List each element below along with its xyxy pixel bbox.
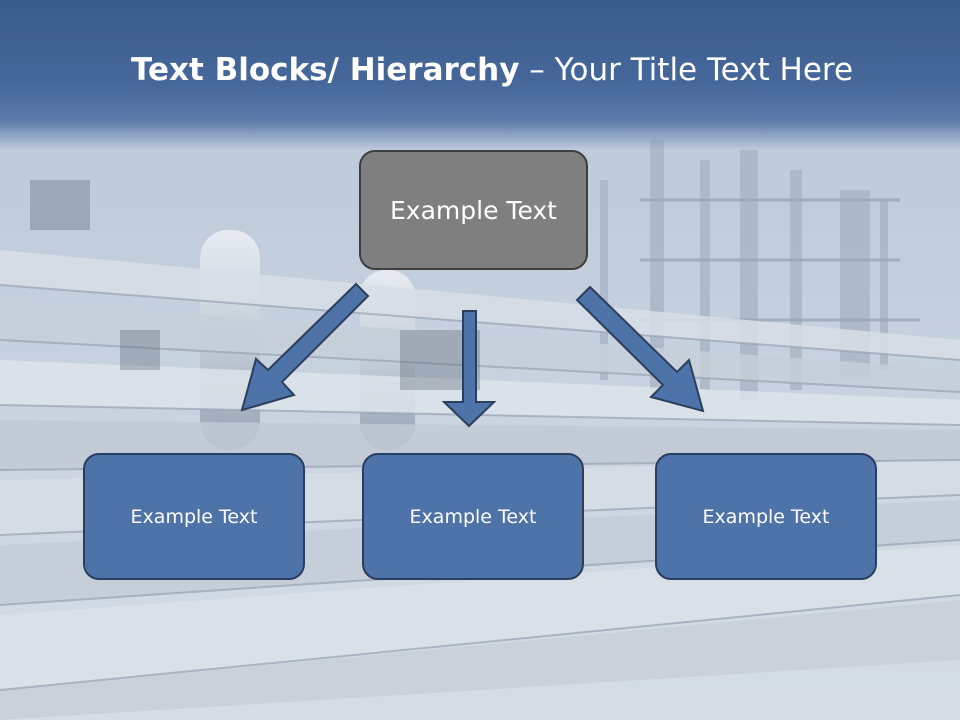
top-box[interactable]: Example Text: [359, 150, 588, 270]
child-box-label: Example Text: [702, 505, 830, 528]
child-box-label: Example Text: [409, 505, 537, 528]
child-box-right[interactable]: Example Text: [655, 453, 877, 580]
arrow-middle: [441, 310, 497, 428]
arrow-left: [240, 282, 370, 412]
top-box-label: Example Text: [390, 195, 557, 225]
title-bold: Text Blocks/ Hierarchy: [130, 52, 520, 88]
title-normal: – Your Title Text Here: [519, 52, 854, 88]
child-box-middle[interactable]: Example Text: [362, 453, 584, 580]
child-box-label: Example Text: [130, 505, 258, 528]
slide-title: Text Blocks/ Hierarchy – Your Title Text…: [0, 52, 960, 88]
title-band: [0, 0, 960, 150]
arrow-right: [575, 285, 705, 413]
child-box-left[interactable]: Example Text: [83, 453, 305, 580]
